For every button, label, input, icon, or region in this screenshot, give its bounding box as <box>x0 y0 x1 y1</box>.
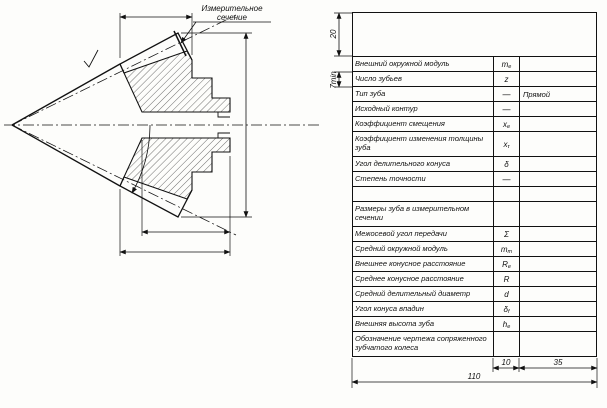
param-label: Межосевой угол передачи <box>353 227 494 241</box>
dim-label-7min: 7min <box>330 71 338 89</box>
param-value: Прямой <box>523 89 551 99</box>
param-label: Коэффициент смещения <box>353 117 494 131</box>
param-symbol: — <box>494 172 520 186</box>
param-symbol <box>494 187 520 201</box>
table-row: Среднее конусное расстояние R <box>353 271 596 286</box>
param-symbol: R <box>494 272 520 286</box>
dim-label-35: 35 <box>554 358 563 367</box>
dim-label-20: 20 <box>330 29 338 39</box>
param-label: Тип зуба <box>353 87 494 101</box>
callout-leader <box>180 21 197 44</box>
table-row: Угол делительного конуса δ <box>353 156 596 171</box>
pitch-cone-line-upper <box>11 14 237 126</box>
dim-label-110: 110 <box>468 372 481 381</box>
table-row: Межосевой угол передачи Σ <box>353 226 596 241</box>
param-symbol: — <box>494 87 520 101</box>
tooth-outline-upper <box>119 32 193 74</box>
gear-body-upper <box>123 50 231 113</box>
cone-generator-upper <box>11 63 121 126</box>
table-form-dimensions: 20 7min 10 35 110 <box>330 12 598 388</box>
param-label: Среднее конусное расстояние <box>353 272 494 286</box>
measuring-section-line <box>173 30 187 57</box>
param-label: Угол конуса впадин <box>353 302 494 316</box>
gear-body-lower <box>123 137 231 200</box>
param-label: Внешний окружной модуль <box>353 57 494 71</box>
param-symbol <box>494 332 520 356</box>
param-label: Коэффициент изменения толщины зуба <box>353 132 494 156</box>
pitch-angle-arc <box>131 124 151 194</box>
param-label: Степень точности <box>353 172 494 186</box>
param-symbol: — <box>494 102 520 116</box>
param-label: Размеры зуба в измерительном сечении <box>353 202 494 226</box>
table-row: Исходный контур — <box>353 101 596 116</box>
table-row: Размеры зуба в измерительном сечении <box>353 201 596 226</box>
measuring-section-label-line2: сечение <box>217 13 247 22</box>
bore-step-lower <box>217 132 230 138</box>
table-row: Степень точности — <box>353 171 596 186</box>
param-label: Внешнее конусное расстояние <box>353 257 494 271</box>
param-label: Число зубьев <box>353 72 494 86</box>
param-symbol: d <box>494 287 520 301</box>
table-row: Тип зуба — Прямой <box>353 86 596 101</box>
table-row: Средний делительный диаметр d <box>353 286 596 301</box>
table-row-spacer <box>353 186 596 201</box>
pitch-cone-line-lower <box>11 124 237 236</box>
param-label: Средний делительный диаметр <box>353 287 494 301</box>
param-label: Угол делительного конуса <box>353 157 494 171</box>
param-label: Внешняя высота зуба <box>353 317 494 331</box>
param-label: Средний окружной модуль <box>353 242 494 256</box>
measuring-section-label-line1: Измерительное <box>201 4 263 13</box>
param-label: Исходный контур <box>353 102 494 116</box>
param-symbol: Σ <box>494 227 520 241</box>
param-symbol <box>494 202 520 226</box>
tooth-outline-lower <box>119 176 193 218</box>
bore-step-upper <box>217 112 230 118</box>
param-symbol: δ <box>494 157 520 171</box>
dim-label-10: 10 <box>502 358 511 367</box>
param-label <box>353 187 494 201</box>
cone-generator-lower <box>11 124 121 187</box>
roughness-mark-icon <box>83 49 99 68</box>
table-row: Обозначение чертежа сопряженного зубчато… <box>353 331 596 356</box>
param-label: Обозначение чертежа сопряженного зубчато… <box>353 332 494 356</box>
param-symbol: z <box>494 72 520 86</box>
bevel-gear-drawing: Измерительное сечение <box>4 4 322 256</box>
table-row: Число зубьев z <box>353 71 596 86</box>
